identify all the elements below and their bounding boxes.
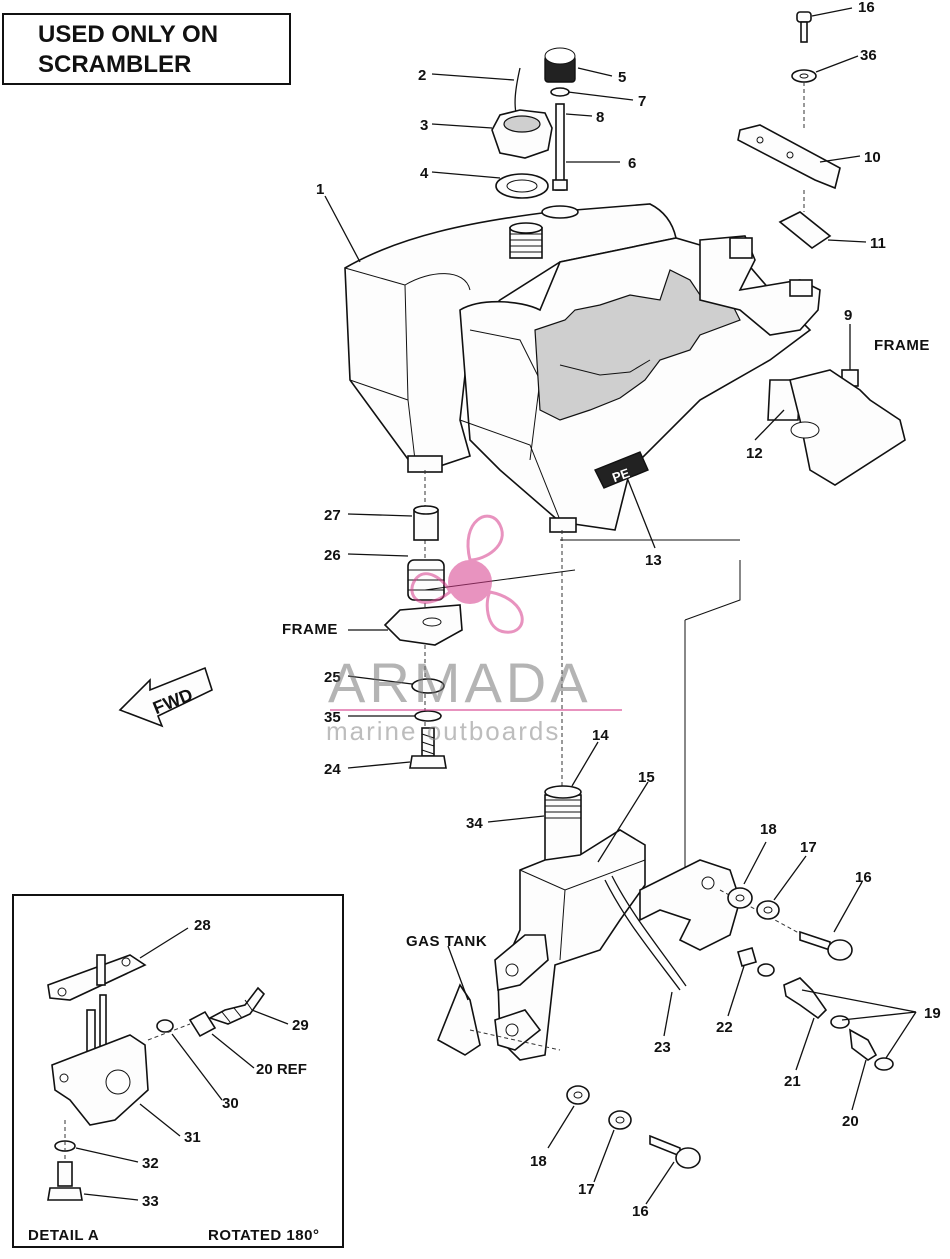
gas-tank-assembly: PE xyxy=(344,203,812,533)
callout-13: 13 xyxy=(645,552,662,569)
callout-11: 11 xyxy=(870,235,886,252)
callout-6: 6 xyxy=(628,155,636,172)
callout-18-bottom: 18 xyxy=(530,1153,547,1170)
callout-21: 21 xyxy=(784,1073,801,1090)
callout-16-right: 16 xyxy=(855,869,872,886)
mount-stack xyxy=(383,470,463,769)
header-line2: SCRAMBLER xyxy=(38,51,191,78)
callout-28: 28 xyxy=(194,917,211,934)
callout-17-bottom: 17 xyxy=(578,1181,595,1198)
detail-note: ROTATED 180° xyxy=(208,1227,319,1244)
callout-12: 12 xyxy=(746,445,763,462)
watermark-tagline: marine outboards xyxy=(326,716,560,746)
callout-24: 24 xyxy=(324,761,341,778)
callout-17-right: 17 xyxy=(800,839,817,856)
callout-numbers: 1 2 3 4 5 6 7 8 9 10 11 12 13 14 15 16 1… xyxy=(142,0,941,1220)
callout-30: 30 xyxy=(222,1095,239,1112)
propeller-logo xyxy=(410,514,524,634)
callout-35: 35 xyxy=(324,709,341,726)
armada-watermark: ARMADA marine outboards xyxy=(326,514,622,746)
callout-20: 20 xyxy=(842,1113,859,1130)
callout-16-top: 16 xyxy=(858,0,875,16)
callout-15: 15 xyxy=(638,769,655,786)
callout-5: 5 xyxy=(618,69,626,86)
fuel-fittings xyxy=(737,947,894,1071)
lower-tank-assembly xyxy=(424,530,831,1061)
detail-a: DETAIL A ROTATED 180° xyxy=(12,894,344,1248)
bracket-parts xyxy=(699,11,906,486)
callout-16-bottom: 16 xyxy=(632,1203,649,1220)
callout-1: 1 xyxy=(316,181,324,198)
fwd-arrow: FWD xyxy=(118,666,213,728)
frame-label-right: FRAME xyxy=(874,337,930,354)
callout-8: 8 xyxy=(596,109,604,126)
leader-lines xyxy=(75,7,917,1205)
callout-26: 26 xyxy=(324,547,341,564)
callout-4: 4 xyxy=(420,165,429,182)
header-line1: USED ONLY ON xyxy=(38,21,218,48)
callout-19: 19 xyxy=(924,1005,941,1022)
callout-33: 33 xyxy=(142,1193,159,1210)
frame-label-left: FRAME xyxy=(282,621,338,638)
callout-31: 31 xyxy=(184,1129,201,1146)
callout-29: 29 xyxy=(292,1017,309,1034)
callout-32: 32 xyxy=(142,1155,159,1172)
callout-10: 10 xyxy=(864,149,881,166)
watermark-brand: ARMADA xyxy=(328,651,592,714)
callout-2: 2 xyxy=(418,67,426,84)
callout-9: 9 xyxy=(844,307,852,324)
callout-3: 3 xyxy=(420,117,428,134)
fasteners xyxy=(566,887,853,1169)
callout-7: 7 xyxy=(638,93,646,110)
callout-20-ref: 20 REF xyxy=(256,1061,307,1078)
callout-23: 23 xyxy=(654,1039,671,1056)
detail-title: DETAIL A xyxy=(28,1227,99,1244)
callout-22: 22 xyxy=(716,1019,733,1036)
callout-34: 34 xyxy=(466,815,483,832)
callout-27: 27 xyxy=(324,507,341,524)
tank-badge: PE xyxy=(610,465,632,485)
callout-14: 14 xyxy=(592,727,609,744)
callout-36: 36 xyxy=(860,47,877,64)
callout-18-right: 18 xyxy=(760,821,777,838)
gas-tank-label: GAS TANK xyxy=(406,933,487,950)
header-box: USED ONLY ON SCRAMBLER xyxy=(2,13,291,85)
text-labels: FRAME FRAME GAS TANK xyxy=(282,337,930,950)
callout-25: 25 xyxy=(324,669,341,686)
top-parts xyxy=(491,47,576,199)
